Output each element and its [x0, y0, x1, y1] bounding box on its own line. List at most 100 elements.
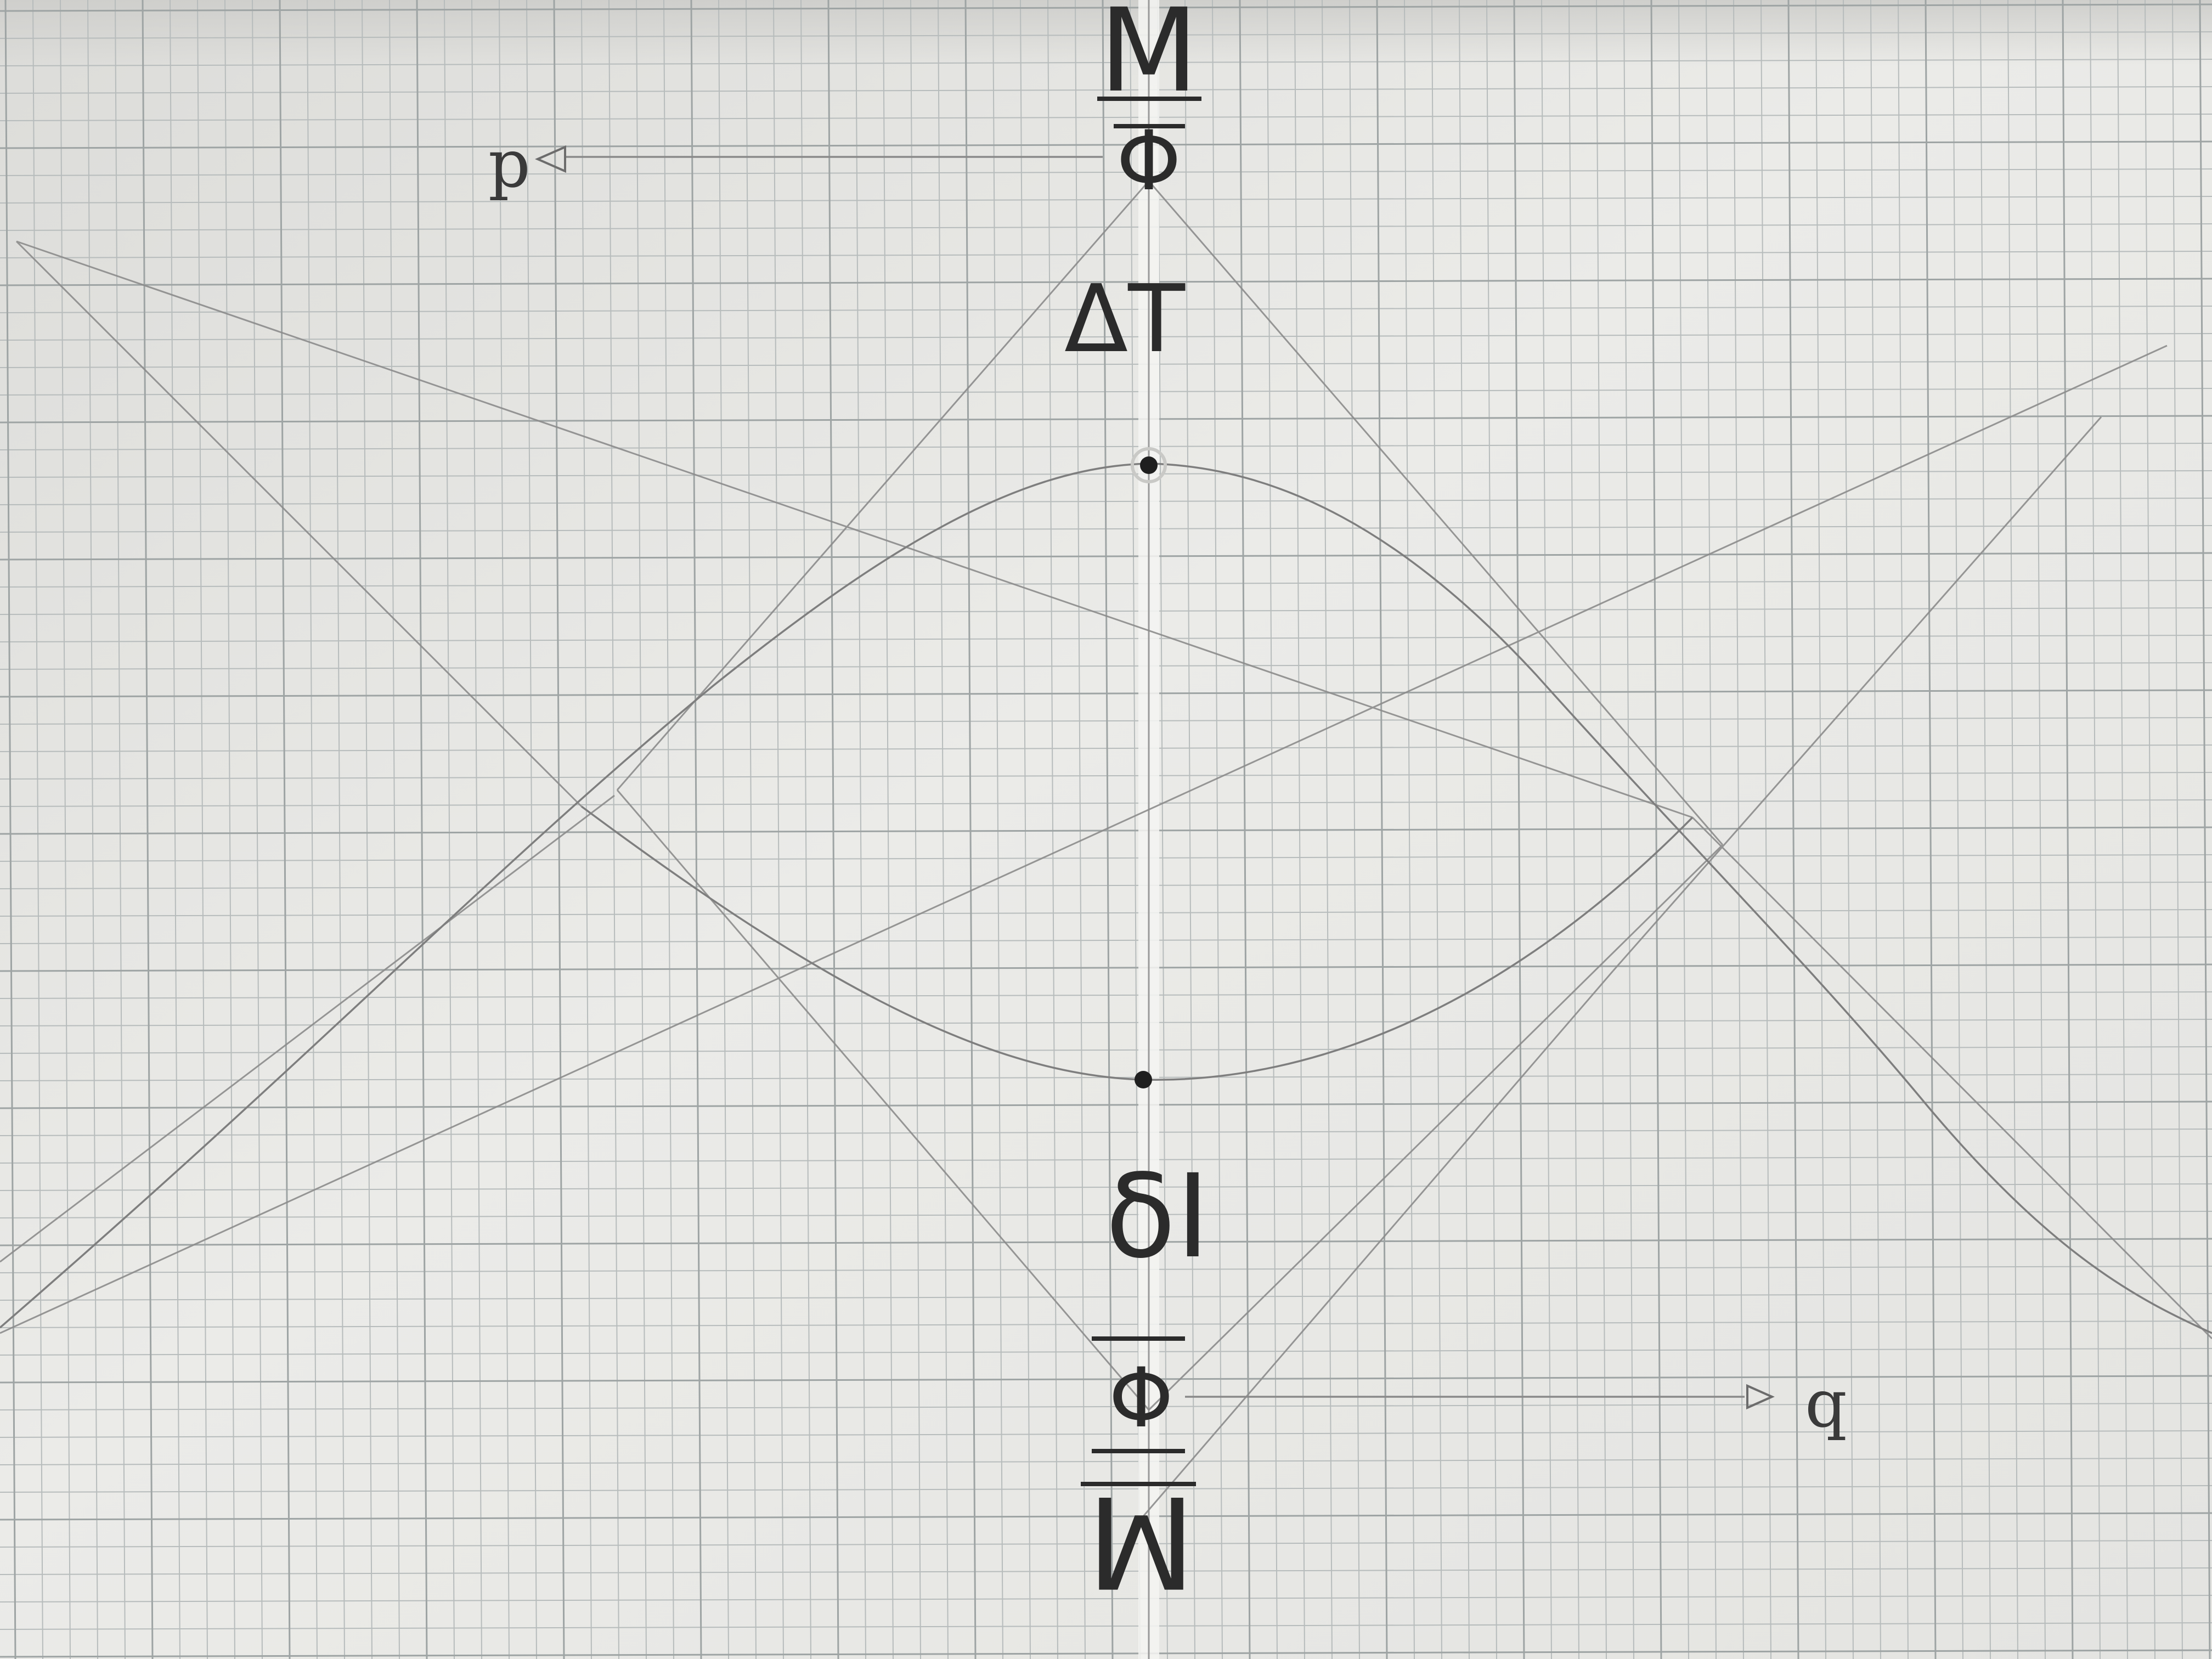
grid-minor-horizontal	[0, 1567, 2212, 1575]
grid-minor-vertical	[581, 0, 592, 1659]
diagonal-left-down-2	[15, 240, 583, 808]
top-phi-label: Φ	[1116, 114, 1181, 209]
grid-major-horizontal	[0, 3, 2212, 12]
grid-minor-horizontal	[0, 1540, 2212, 1548]
grid-major-vertical	[416, 0, 428, 1659]
diagonal-left-down	[16, 240, 1693, 819]
grid-major-vertical	[1102, 0, 1114, 1659]
grid-minor-vertical	[526, 0, 537, 1659]
grid-minor-horizontal	[0, 1211, 2212, 1218]
grid-major-horizontal	[0, 1649, 2212, 1658]
grid-minor-horizontal	[0, 196, 2212, 204]
top-point-halo	[1131, 447, 1167, 483]
grid-major-horizontal	[0, 1238, 2212, 1246]
grid-minor-horizontal	[0, 1266, 2212, 1273]
construction-lines	[0, 180, 2212, 1526]
grid-minor-vertical	[636, 0, 647, 1659]
grid-minor-horizontal	[0, 1128, 2212, 1136]
grid-major-horizontal	[0, 963, 2212, 972]
grid-minor-horizontal	[0, 360, 2212, 368]
grid-minor-horizontal	[0, 1293, 2212, 1301]
grid-minor-vertical	[910, 0, 921, 1659]
grid-minor-horizontal	[0, 114, 2212, 121]
ray-top-right	[1148, 180, 1724, 845]
top-phi-element: Φ	[1114, 114, 1185, 209]
grid-minor-horizontal	[0, 59, 2212, 66]
grid-major-vertical	[964, 0, 977, 1659]
grid-major-vertical	[690, 0, 702, 1659]
delta-i-label: δI	[1105, 1149, 1210, 1284]
bottom-mirror-symbol: M	[1081, 1468, 1196, 1614]
grid-minor-horizontal	[0, 1348, 2212, 1356]
top-mirror-symbol: M	[1097, 0, 1201, 118]
top-point	[1140, 456, 1158, 474]
grid-major-vertical	[1925, 0, 1937, 1659]
grid-minor-vertical	[1815, 0, 1826, 1659]
grid-minor-horizontal	[0, 799, 2212, 807]
grid-major-vertical	[279, 0, 291, 1659]
grid-minor-horizontal	[0, 1321, 2212, 1328]
bottom-phi-label: Φ	[1109, 1351, 1173, 1446]
grid-minor-horizontal	[0, 251, 2212, 258]
grid-minor-vertical	[1980, 0, 1991, 1659]
grid-minor-vertical	[1020, 0, 1031, 1659]
grid-minor-vertical	[471, 0, 482, 1659]
grid-minor-vertical	[1075, 0, 1086, 1659]
p-axis-arrowhead	[535, 145, 566, 173]
grid-minor-vertical	[1870, 0, 1881, 1659]
diagonal-right-lower	[1135, 970, 1614, 1526]
diagonal-left-lower	[0, 794, 615, 1263]
grid-minor-vertical	[992, 0, 1003, 1659]
grid-minor-vertical	[1953, 0, 1963, 1659]
q-axis-label: q	[1805, 1366, 1847, 1442]
grid-minor-vertical	[1047, 0, 1058, 1659]
grid-minor-vertical	[444, 0, 455, 1659]
grid-minor-horizontal	[0, 854, 2212, 862]
mode-curve	[0, 462, 2212, 1334]
grid-minor-vertical	[718, 0, 729, 1659]
grid-major-horizontal	[0, 552, 2212, 561]
grid-minor-horizontal	[0, 1622, 2212, 1630]
grid-minor-vertical	[2172, 0, 2183, 1659]
grid-minor-vertical	[800, 0, 811, 1659]
grid-minor-vertical	[307, 0, 318, 1659]
grid-minor-vertical	[883, 0, 894, 1659]
grid-minor-horizontal	[0, 388, 2212, 396]
grid-minor-horizontal	[0, 1403, 2212, 1410]
grid-minor-vertical	[1843, 0, 1854, 1659]
grid-major-horizontal	[0, 278, 2212, 286]
grid-minor-horizontal	[0, 223, 2212, 231]
grid-minor-horizontal	[0, 744, 2212, 752]
grid-minor-vertical	[362, 0, 373, 1659]
grid-minor-horizontal	[0, 333, 2212, 341]
grid-major-horizontal	[0, 415, 2212, 424]
ray-bottom-left	[616, 789, 1150, 1410]
grid-minor-vertical	[389, 0, 400, 1659]
grid-minor-vertical	[1760, 0, 1771, 1659]
grid-major-horizontal	[0, 140, 2212, 149]
grid-minor-horizontal	[0, 772, 2212, 780]
bottom-phi-element: Φ	[1092, 1336, 1185, 1453]
grid-minor-horizontal	[0, 909, 2212, 917]
grid-minor-horizontal	[0, 882, 2212, 889]
grid-minor-horizontal	[0, 991, 2212, 999]
grid-minor-vertical	[334, 0, 345, 1659]
grid-minor-vertical	[2117, 0, 2128, 1659]
grid-minor-horizontal	[0, 86, 2212, 94]
grid-minor-horizontal	[0, 717, 2212, 725]
grid-minor-vertical	[938, 0, 949, 1659]
grid-minor-horizontal	[0, 168, 2212, 176]
grid-minor-horizontal	[0, 1430, 2212, 1438]
ray-bottom-right	[1148, 844, 1724, 1411]
grid-minor-horizontal	[0, 1156, 2212, 1164]
grid-minor-horizontal	[0, 1019, 2212, 1026]
grid-major-vertical	[1787, 0, 1799, 1659]
grid-major-horizontal	[0, 826, 2212, 835]
grid-minor-vertical	[663, 0, 674, 1659]
grid-minor-horizontal	[0, 1595, 2212, 1602]
grid-minor-vertical	[1184, 0, 1195, 1659]
grid-major-vertical	[2062, 0, 2074, 1659]
